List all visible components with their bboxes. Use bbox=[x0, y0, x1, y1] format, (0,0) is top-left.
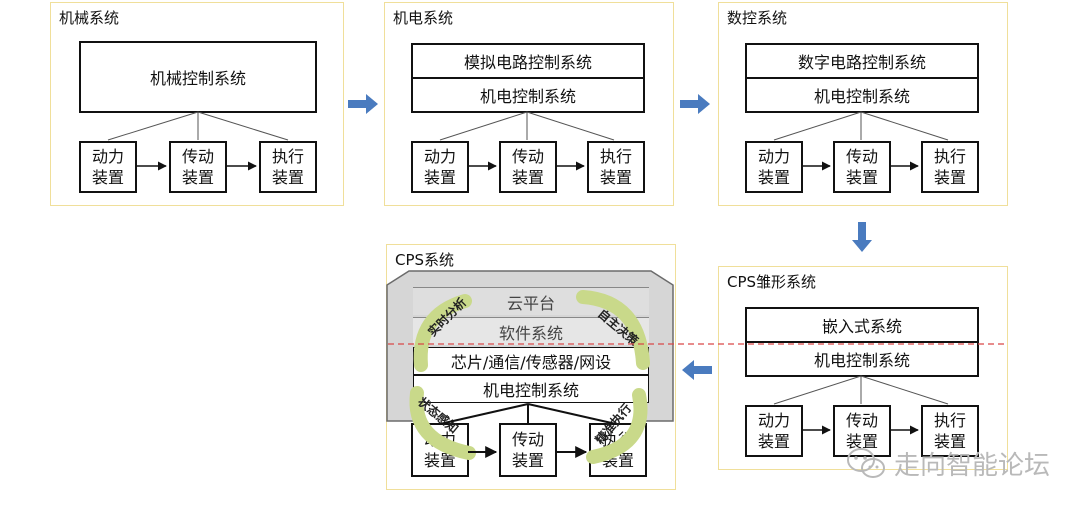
power-unit-label-1: 动力 bbox=[757, 147, 790, 166]
brand-watermark: 走向智能论坛 bbox=[846, 445, 1050, 482]
tree-line-right bbox=[527, 403, 617, 425]
cnc-connectors bbox=[773, 111, 949, 171]
transmission-unit-label-1: 传动 bbox=[845, 411, 878, 430]
transmission-unit-label-2: 装置 bbox=[511, 451, 544, 470]
power-unit-label-2: 装置 bbox=[91, 168, 124, 187]
panel-title: 数控系统 bbox=[727, 9, 788, 27]
transmission-unit-box: 传动 装置 bbox=[833, 141, 891, 193]
transmission-unit-label-2: 装置 bbox=[845, 168, 878, 187]
panel-title: CPS雏形系统 bbox=[727, 273, 817, 291]
analysis-arc-arrow bbox=[413, 294, 472, 372]
transmission-unit-label-2: 装置 bbox=[511, 168, 544, 187]
electromechanical-connectors bbox=[439, 111, 615, 171]
transmission-unit-label-1: 传动 bbox=[181, 147, 214, 166]
actuator-unit-label-2: 装置 bbox=[271, 168, 304, 187]
flow-arrow-prototype-to-cps bbox=[682, 360, 712, 380]
perception-arc-arrow bbox=[409, 386, 476, 460]
actuator-unit-label-1: 执行 bbox=[599, 147, 632, 166]
tree-line-left bbox=[773, 375, 862, 405]
panel-electromechanical: 机电系统 模拟电路控制系统 机电控制系统 动力 装置 传动 装置 执行 装置 bbox=[384, 2, 674, 206]
brand-name: 走向智能论坛 bbox=[893, 451, 1050, 481]
power-unit-label-1: 动力 bbox=[91, 147, 124, 166]
power-unit-box: 动力 装置 bbox=[745, 141, 803, 193]
wechat-icon bbox=[846, 447, 886, 481]
power-unit-label-1: 动力 bbox=[757, 411, 790, 430]
actuator-unit-box: 执行 装置 bbox=[259, 141, 317, 193]
actuator-unit-label-2: 装置 bbox=[933, 432, 966, 451]
actuator-unit-label-1: 执行 bbox=[271, 147, 304, 166]
panel-mechanical: 机械系统 机械控制系统 动力 装置 传动 装置 执行 装置 bbox=[50, 2, 344, 206]
actuator-unit-box: 执行 装置 bbox=[587, 141, 645, 193]
actuator-unit-box: 执行 装置 bbox=[921, 405, 979, 457]
power-unit-label-1: 动力 bbox=[423, 147, 456, 166]
tree-line-left bbox=[439, 403, 529, 425]
transmission-unit-box: 传动 装置 bbox=[169, 141, 227, 193]
transmission-unit-label-2: 装置 bbox=[181, 168, 214, 187]
mechanical-connectors bbox=[107, 111, 289, 171]
software-system-label: 软件系统 bbox=[498, 323, 563, 343]
electromechanical-control-box: 机电控制系统 bbox=[413, 375, 649, 403]
tree-line-right bbox=[860, 375, 949, 405]
transmission-unit-box: 传动 装置 bbox=[499, 141, 557, 193]
transmission-unit-label-2: 装置 bbox=[845, 432, 878, 451]
tree-line-left bbox=[439, 111, 528, 141]
actuator-unit-label-2: 装置 bbox=[599, 168, 632, 187]
tree-line-right bbox=[526, 111, 615, 141]
transmission-unit-box: 传动 装置 bbox=[833, 405, 891, 457]
cps-cycle-overlay: 实时分析 自主决策 状态感知 精准执行 bbox=[409, 290, 650, 464]
cloud-platform-label: 云平台 bbox=[506, 293, 555, 313]
execution-arc-arrow bbox=[586, 388, 648, 464]
power-unit-label-2: 装置 bbox=[423, 168, 456, 187]
actuator-unit-label-2: 装置 bbox=[933, 168, 966, 187]
software-system-band: 软件系统 bbox=[413, 317, 649, 345]
cps-prototype-connectors bbox=[773, 375, 949, 435]
transmission-unit-label-1: 传动 bbox=[845, 147, 878, 166]
actuator-unit-label-1: 执行 bbox=[933, 411, 966, 430]
panel-title: CPS系统 bbox=[395, 251, 455, 269]
power-unit-box: 动力 装置 bbox=[411, 141, 469, 193]
panel-cps-prototype: CPS雏形系统 嵌入式系统 机电控制系统 动力 装置 传动 装置 执行 装置 bbox=[718, 266, 1008, 470]
tree-line-left bbox=[107, 111, 199, 141]
tree-line-right bbox=[197, 111, 289, 141]
flow-arrow-electro-to-cnc bbox=[680, 94, 710, 114]
power-unit-box: 动力 装置 bbox=[79, 141, 137, 193]
panel-cnc: 数控系统 数字电路控制系统 机电控制系统 动力 装置 传动 装置 执行 装置 bbox=[718, 2, 1008, 206]
panel-title: 机电系统 bbox=[393, 9, 454, 27]
cps-connectors bbox=[439, 403, 617, 458]
panel-title: 机械系统 bbox=[59, 9, 120, 27]
power-unit-label-2: 装置 bbox=[757, 168, 790, 187]
transmission-unit-label-1: 传动 bbox=[511, 147, 544, 166]
digital-control-box: 数字电路控制系统 bbox=[745, 43, 979, 79]
actuator-unit-box: 执行 装置 bbox=[921, 141, 979, 193]
power-unit-label-2: 装置 bbox=[423, 451, 456, 470]
power-unit-label-2: 装置 bbox=[757, 432, 790, 451]
tree-line-left bbox=[773, 111, 862, 141]
panel-cps: CPS系统 云平台 软件系统 芯片/通信/传感器/网设 机电控制系统 动力 装置… bbox=[386, 244, 676, 490]
power-unit-box: 动力 装置 bbox=[745, 405, 803, 457]
tree-line-right bbox=[860, 111, 949, 141]
actuator-unit-label-1: 执行 bbox=[933, 147, 966, 166]
decision-arc-arrow bbox=[576, 290, 650, 370]
chips-comm-sensor-box: 芯片/通信/传感器/网设 bbox=[413, 347, 649, 375]
transmission-unit-label-1: 传动 bbox=[511, 430, 544, 449]
electromechanical-control-box: 机电控制系统 bbox=[411, 77, 645, 113]
flow-arrow-mech-to-electro bbox=[348, 94, 378, 114]
flow-arrow-cnc-to-prototype bbox=[852, 222, 872, 252]
